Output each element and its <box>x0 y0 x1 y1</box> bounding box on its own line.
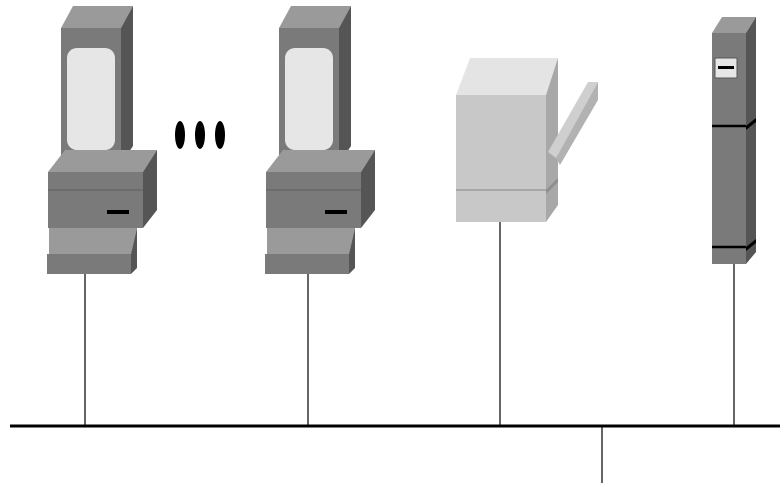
drop-lines <box>84 222 735 426</box>
workstation-n <box>264 5 376 275</box>
printer-icon <box>456 58 598 222</box>
workstation-icon <box>264 5 376 275</box>
ellipsis-icon <box>175 121 225 149</box>
workstation-icon <box>46 5 158 275</box>
server-tower-icon <box>712 17 756 264</box>
workstation-1 <box>46 5 158 275</box>
network-bus <box>10 424 780 483</box>
